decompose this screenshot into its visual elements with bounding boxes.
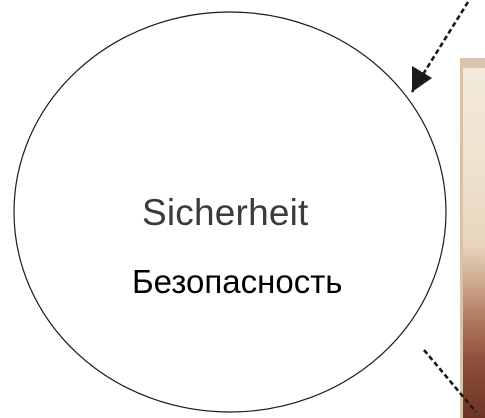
- node-ellipse: [13, 11, 447, 413]
- node-label-german: Sicherheit: [142, 192, 309, 233]
- background-photo-top-edge: [462, 58, 485, 68]
- outgoing-dashed-connector: [423, 349, 477, 413]
- node-label-russian: Безопасность: [132, 263, 343, 300]
- incoming-arrow-head: [412, 66, 432, 92]
- background-photo-fragment: [462, 58, 485, 418]
- background-photo-border: [460, 58, 463, 418]
